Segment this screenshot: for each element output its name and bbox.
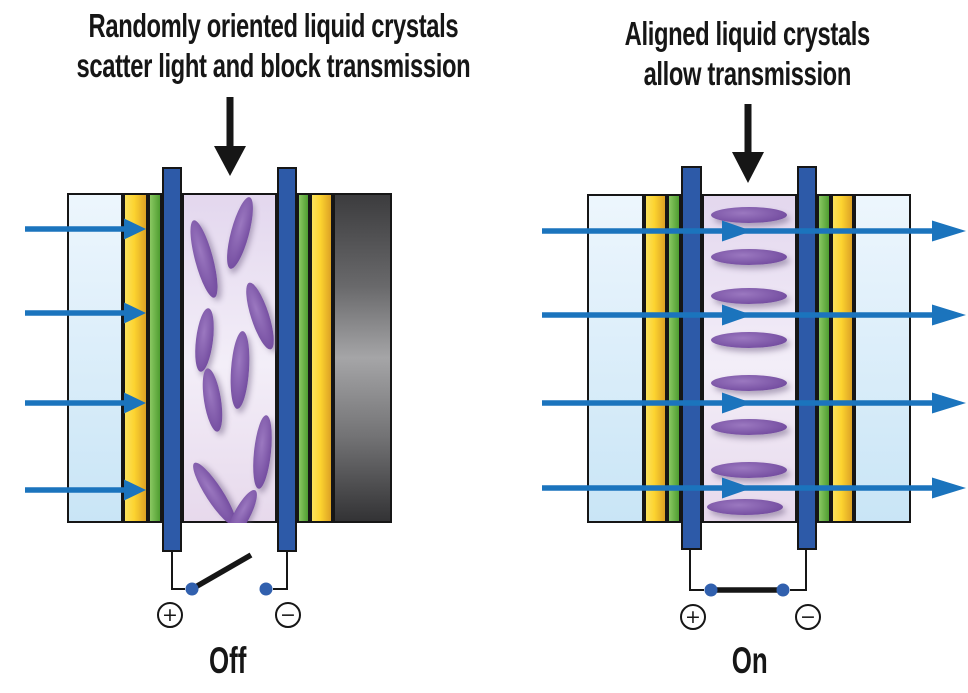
minus-icon: − — [280, 603, 296, 626]
off-panel-caption: Randomly oriented liquid crystals scatte… — [0, 6, 471, 86]
on-positive-terminal: + — [680, 604, 706, 630]
on-back-green-filter-layer — [817, 194, 831, 523]
light-ray-arrowhead — [932, 220, 966, 242]
wire — [273, 551, 288, 590]
liquid-crystal-molecule — [198, 367, 226, 433]
liquid-crystal-molecule — [184, 218, 224, 300]
switch-contact-dot — [776, 583, 790, 597]
light-ray-arrowhead — [932, 477, 966, 499]
wire — [689, 550, 704, 591]
liquid-crystal-molecule — [707, 499, 783, 515]
arrow-head — [214, 146, 246, 176]
off-negative-terminal: − — [275, 602, 301, 628]
caption-line: Aligned liquid crystals — [624, 15, 870, 52]
off-positive-terminal: + — [157, 602, 183, 628]
light-ray-arrowhead — [932, 392, 966, 414]
caption-line: allow transmission — [643, 55, 851, 92]
liquid-crystal-molecule — [711, 249, 787, 265]
on-back-yellow-filter-layer — [831, 194, 854, 523]
arrow-head — [732, 152, 764, 183]
off-pointer-arrow — [214, 97, 246, 176]
liquid-crystal-molecule — [711, 288, 787, 304]
liquid-crystal-molecule — [228, 330, 252, 410]
on-front-yellow-filter-layer — [644, 194, 667, 523]
off-dark-backing-layer — [333, 193, 392, 523]
on-state-label: On — [732, 640, 768, 681]
off-state-label: Off — [209, 640, 247, 681]
liquid-crystal-molecule — [711, 207, 787, 223]
off-front-green-filter-layer — [148, 193, 162, 523]
on-back-electrode-bar — [797, 166, 817, 550]
on-liquid-crystal-field — [702, 194, 797, 523]
off-front-glass-layer — [67, 193, 123, 523]
off-back-electrode-bar — [277, 167, 297, 552]
on-circuit-closed-switch — [689, 550, 807, 597]
arrow-shaft — [744, 104, 752, 153]
switch-contact-dot — [185, 582, 199, 596]
wire — [790, 550, 807, 591]
switch-contact-dot — [704, 583, 718, 597]
liquid-crystal-molecule — [221, 194, 259, 272]
caption-line: scatter light and block transmission — [76, 47, 471, 84]
on-front-electrode-bar — [681, 166, 702, 550]
switch-contact-dot — [259, 582, 273, 596]
arrow-shaft — [226, 97, 234, 147]
off-back-yellow-filter-layer — [310, 193, 333, 523]
liquid-crystal-molecule — [711, 375, 787, 391]
wire — [171, 551, 185, 590]
liquid-crystal-molecule — [711, 419, 787, 435]
liquid-crystal-molecule — [711, 332, 787, 348]
liquid-crystal-molecule — [711, 462, 787, 478]
caption-line: Randomly oriented liquid crystals — [88, 7, 459, 44]
on-back-glass-layer — [854, 194, 911, 523]
light-ray-arrowhead — [932, 304, 966, 326]
off-front-yellow-filter-layer — [123, 193, 148, 523]
off-back-green-filter-layer — [297, 193, 310, 523]
plus-icon: + — [685, 605, 701, 628]
liquid-crystal-molecule — [249, 414, 275, 490]
minus-icon: − — [800, 605, 816, 628]
on-pointer-arrow — [732, 104, 764, 183]
off-circuit-open-switch — [171, 551, 288, 596]
off-liquid-crystal-field — [182, 193, 277, 523]
off-front-electrode-bar — [162, 167, 182, 552]
plus-icon: + — [162, 603, 178, 626]
liquid-crystal-molecule — [191, 307, 217, 373]
on-front-glass-layer — [587, 194, 644, 523]
on-front-green-filter-layer — [667, 194, 681, 523]
switch-lever-open — [190, 552, 253, 592]
on-negative-terminal: − — [795, 604, 821, 630]
on-panel-caption: Aligned liquid crystals allow transmissi… — [527, 14, 967, 94]
